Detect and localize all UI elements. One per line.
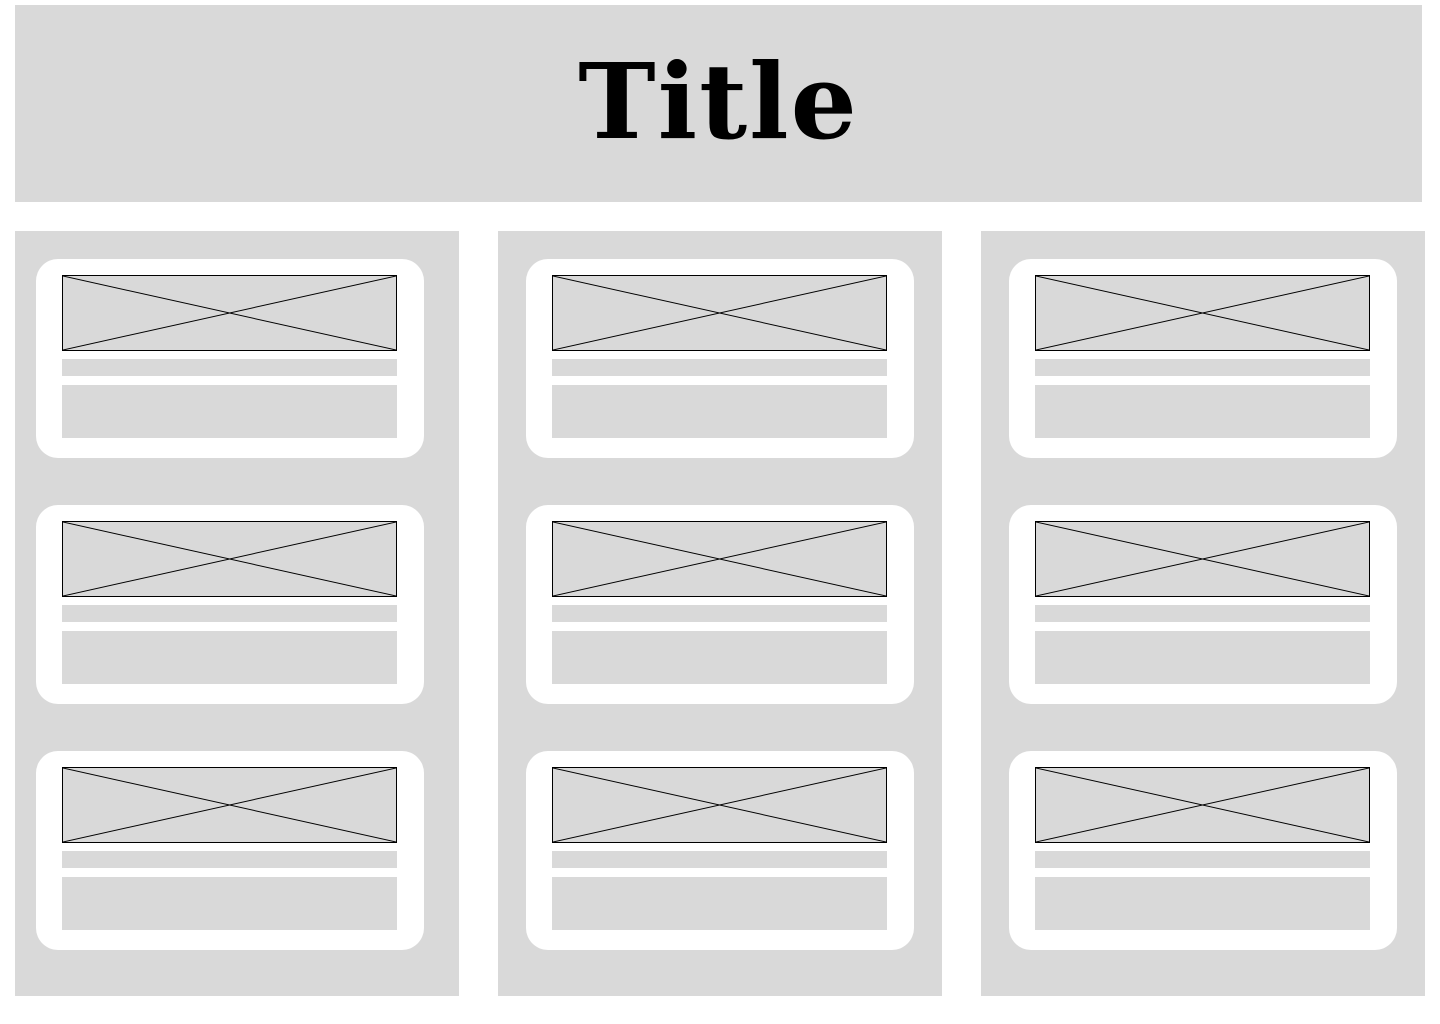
image-placeholder-icon (552, 275, 887, 351)
card-text-placeholder (552, 385, 887, 438)
image-placeholder-icon (1035, 767, 1370, 843)
card-text-placeholder (62, 631, 397, 684)
image-placeholder-icon (62, 521, 397, 597)
card[interactable] (526, 751, 914, 950)
image-placeholder-icon (1035, 275, 1370, 351)
card-title-placeholder (62, 851, 397, 868)
header-banner: Title (15, 5, 1422, 202)
image-placeholder-icon (552, 521, 887, 597)
card[interactable] (1009, 259, 1397, 458)
card[interactable] (1009, 751, 1397, 950)
card[interactable] (36, 259, 424, 458)
card-text-placeholder (62, 385, 397, 438)
card-title-placeholder (62, 605, 397, 622)
card-text-placeholder (552, 631, 887, 684)
card[interactable] (36, 505, 424, 704)
card[interactable] (36, 751, 424, 950)
card-text-placeholder (552, 877, 887, 930)
column-3 (981, 231, 1425, 996)
card-title-placeholder (62, 359, 397, 376)
card-title-placeholder (552, 359, 887, 376)
card-title-placeholder (1035, 359, 1370, 376)
card-title-placeholder (552, 851, 887, 868)
page-title: Title (578, 39, 859, 163)
card[interactable] (526, 505, 914, 704)
image-placeholder-icon (1035, 521, 1370, 597)
card-text-placeholder (62, 877, 397, 930)
image-placeholder-icon (552, 767, 887, 843)
image-placeholder-icon (62, 275, 397, 351)
card[interactable] (1009, 505, 1397, 704)
column-2 (498, 231, 942, 996)
card-text-placeholder (1035, 877, 1370, 930)
column-1 (15, 231, 459, 996)
image-placeholder-icon (62, 767, 397, 843)
card-title-placeholder (1035, 605, 1370, 622)
card-title-placeholder (552, 605, 887, 622)
card-text-placeholder (1035, 385, 1370, 438)
card[interactable] (526, 259, 914, 458)
card-title-placeholder (1035, 851, 1370, 868)
card-text-placeholder (1035, 631, 1370, 684)
